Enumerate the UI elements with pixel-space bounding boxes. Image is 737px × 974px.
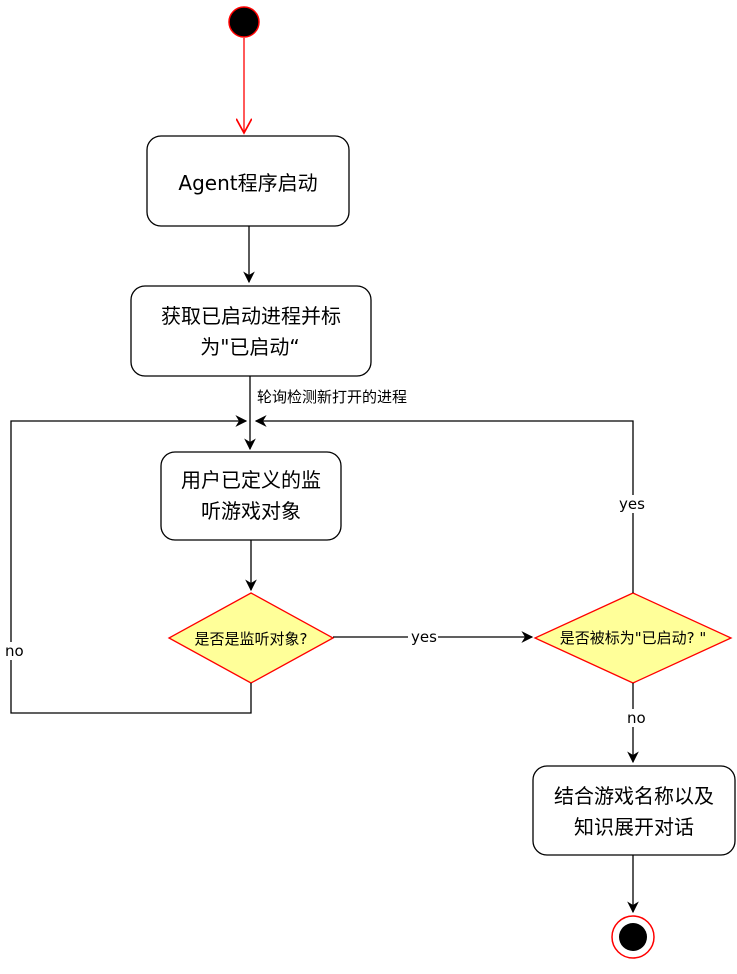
user-defined-node <box>160 451 342 541</box>
final-node-dot <box>619 923 647 951</box>
initial-node <box>228 6 260 38</box>
user-defined-label-line1: 用户已定义的监 <box>181 468 321 492</box>
no-down-label-bg <box>624 709 648 727</box>
get-processes-node <box>130 285 372 377</box>
yes-up-edge-label: yes <box>619 495 645 513</box>
agent-start-label: Agent程序启动 <box>178 171 317 195</box>
edge-yes-loop <box>254 415 634 593</box>
no-down-edge-label: no <box>627 709 646 727</box>
agent-start-node <box>146 135 350 227</box>
decision-is-marked-started-label: 是否被标为"已启动? " <box>560 629 707 647</box>
start-conversation-node <box>532 765 736 856</box>
start-conversation-label-line2: 知识展开对话 <box>574 815 694 839</box>
get-processes-label-line2: 为"已启动“ <box>200 335 300 359</box>
poll-edge-label: 轮询检测新打开的进程 <box>257 388 407 406</box>
get-processes-label-line1: 获取已启动进程并标 <box>161 304 341 328</box>
user-defined-label-line2: 听游戏对象 <box>201 499 301 523</box>
start-conversation-label-line1: 结合游戏名称以及 <box>554 784 714 808</box>
yes-right-edge-label: yes <box>411 628 437 646</box>
no-left-label-bg <box>2 642 26 660</box>
no-left-edge-label: no <box>5 642 24 660</box>
poll-label-bg <box>254 385 440 407</box>
yes-up-label-bg <box>617 495 649 513</box>
yes-right-label-bg <box>408 628 438 646</box>
edge-no-loop <box>10 415 252 714</box>
decision-is-listen-target-label: 是否是监听对象? <box>195 630 308 648</box>
